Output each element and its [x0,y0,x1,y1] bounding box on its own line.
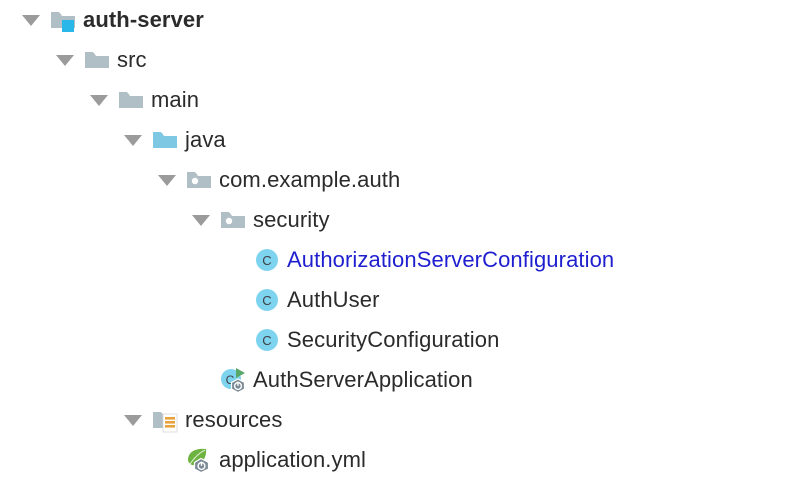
java-class-icon: C [254,287,280,313]
tree-row-authorization-server-configuration[interactable]: C AuthorizationServerConfiguration [0,240,614,280]
tree-indent-spacer [156,440,178,480]
svg-text:C: C [262,333,271,348]
tree-row-label: security [253,207,330,232]
tree-row-label: auth-server [83,7,204,32]
chevron-down-icon[interactable] [20,0,42,40]
tree-row-auth-user[interactable]: C AuthUser [0,280,380,320]
svg-text:C: C [226,373,235,387]
tree-indent-spacer [190,360,212,400]
package-icon [220,207,246,233]
tree-row-com-example-auth[interactable]: com.example.auth [0,160,400,200]
tree-indent-spacer [224,280,246,320]
tree-row-src[interactable]: src [0,40,147,80]
tree-indent-spacer [224,320,246,360]
chevron-down-icon[interactable] [122,120,144,160]
package-icon [186,167,212,193]
tree-row-label: java [185,127,226,152]
chevron-down-icon[interactable] [54,40,76,80]
tree-row-java[interactable]: java [0,120,226,160]
tree-row-label: AuthServerApplication [253,367,473,392]
tree-row-label: resources [185,407,283,432]
module-folder-icon [50,7,76,33]
tree-row-resources[interactable]: resources [0,400,283,440]
source-root-folder-icon [152,127,178,153]
folder-icon [118,87,144,113]
chevron-down-icon[interactable] [122,400,144,440]
chevron-down-icon[interactable] [190,200,212,240]
java-class-icon: C [254,327,280,353]
spring-config-file-icon [186,447,212,473]
chevron-down-icon[interactable] [88,80,110,120]
tree-row-label: main [151,87,200,112]
tree-row-security[interactable]: security [0,200,330,240]
svg-text:C: C [262,253,271,268]
svg-text:C: C [262,293,271,308]
tree-row-main[interactable]: main [0,80,199,120]
tree-row-application-yml[interactable]: application.yml [0,440,366,480]
tree-row-auth-server-application[interactable]: C AuthServerApplication [0,360,473,400]
resources-folder-icon [152,407,178,433]
java-class-icon: C [254,247,280,273]
tree-row-label: application.yml [219,447,367,472]
folder-icon [84,47,110,73]
tree-row-label: com.example.auth [219,167,401,192]
chevron-down-icon[interactable] [156,160,178,200]
tree-row-label: src [117,47,147,72]
spring-boot-runnable-class-icon: C [220,367,246,393]
tree-row-auth-server[interactable]: auth-server [0,0,204,40]
tree-row-security-configuration[interactable]: C SecurityConfiguration [0,320,499,360]
tree-row-label: AuthUser [287,287,380,312]
tree-row-label: AuthorizationServerConfiguration [287,247,615,272]
tree-row-label: SecurityConfiguration [287,327,500,352]
tree-indent-spacer [224,240,246,280]
